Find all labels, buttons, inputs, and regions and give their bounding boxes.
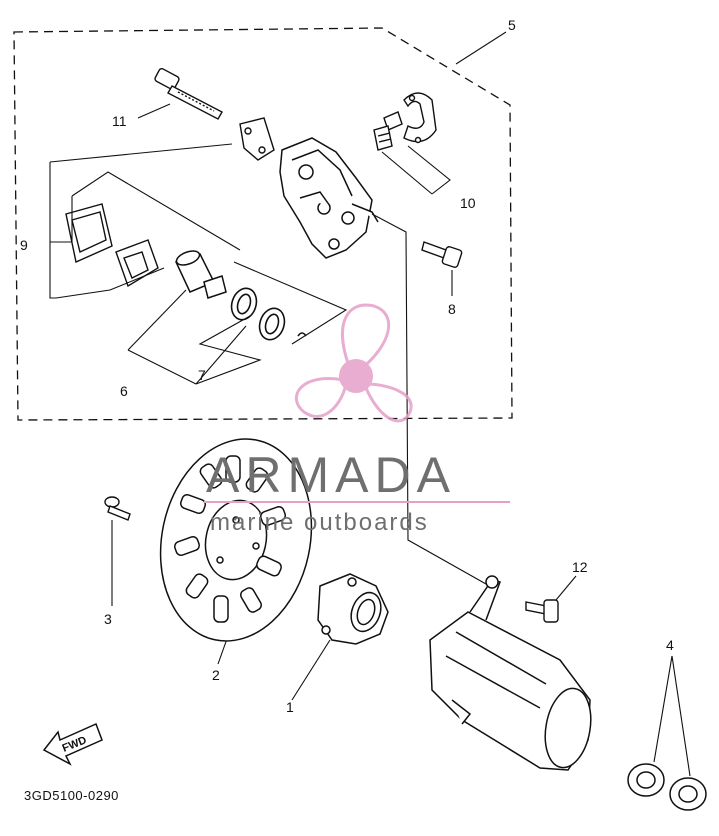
banjo-bolt-part — [525, 599, 559, 623]
callout-leader-lines — [49, 31, 691, 777]
watermark-brand: ARMADA — [206, 447, 456, 503]
callout-11: 11 — [112, 113, 127, 129]
caliper-mount-bolt-part — [421, 241, 463, 268]
disc-screw-part — [104, 496, 131, 521]
forward-arrow-icon: FWD — [42, 722, 103, 766]
callout-9: 9 — [20, 237, 28, 253]
callout-6: 6 — [120, 383, 128, 399]
caliper-piston-part — [174, 250, 227, 299]
piston-seals-part — [230, 287, 307, 341]
watermark-tagline: marine outboards — [210, 509, 429, 536]
callout-7: 7 — [198, 367, 206, 383]
pad-clip-part — [403, 92, 437, 144]
caliper-bolt-part — [154, 68, 223, 120]
caliper-assembly-outline — [13, 27, 513, 421]
callout-12: 12 — [572, 559, 588, 575]
hub-adapter-part — [317, 573, 389, 645]
callout-10: 10 — [460, 195, 476, 211]
callout-8: 8 — [448, 301, 456, 317]
callout-4: 4 — [666, 637, 674, 653]
callout-2: 2 — [212, 667, 220, 683]
drawing-code: 3GD5100-0290 — [24, 788, 119, 803]
callout-5: 5 — [508, 17, 516, 33]
bleed-screw-part — [373, 111, 403, 151]
brake-pads-part — [65, 203, 159, 288]
master-cylinder-part — [429, 575, 592, 771]
armada-propeller-logo-icon — [294, 303, 413, 423]
lock-nuts-part — [627, 763, 707, 811]
callout-1: 1 — [286, 699, 294, 715]
caliper-body-part — [279, 137, 379, 259]
pad-spring-part — [239, 117, 275, 161]
callout-3: 3 — [104, 611, 112, 627]
brake-disc-part — [159, 438, 313, 642]
